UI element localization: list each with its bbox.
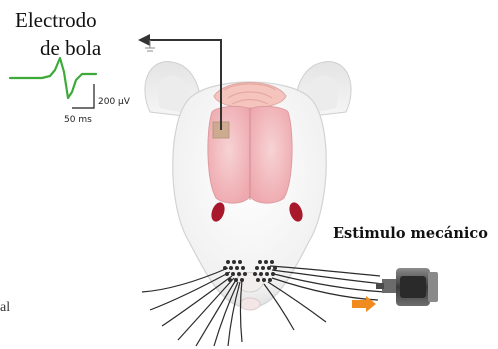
left-edge-text-fragment: al (0, 300, 10, 316)
electrode-wire-arrowhead (138, 34, 150, 46)
nose-tip (240, 298, 260, 310)
evoked-potential-trace (10, 58, 96, 98)
mechanical-stimulator (376, 268, 438, 306)
scale-amplitude-label: 200 µV (98, 97, 130, 107)
scale-bar (72, 84, 94, 108)
whiskers-left (142, 268, 242, 346)
electrode-label-line1: Electrodo (15, 8, 97, 33)
scale-time-label: 50 ms (64, 115, 92, 125)
electrode-label-line2: de bola (40, 36, 101, 61)
stimulus-label: Estimulo mecánico (333, 225, 488, 242)
